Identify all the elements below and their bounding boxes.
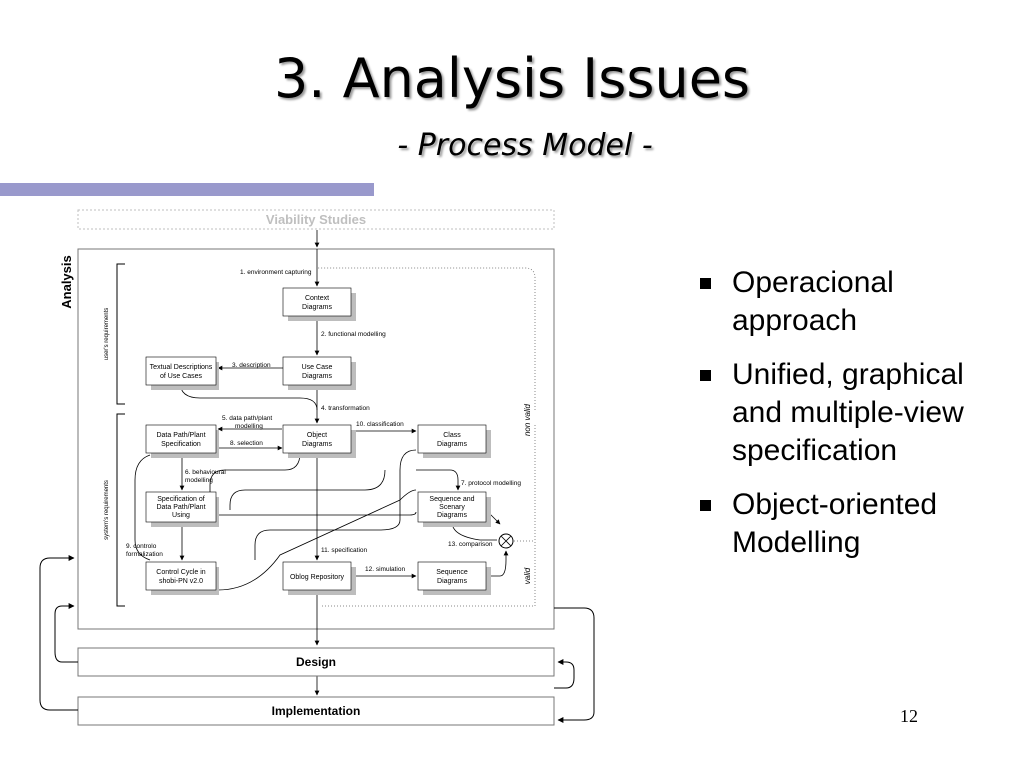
step-8: 8. selection xyxy=(230,440,263,447)
svg-text:Data Path/Plant: Data Path/Plant xyxy=(156,432,205,439)
svg-text:Use Case: Use Case xyxy=(302,364,333,371)
step-11: 11. specification xyxy=(321,547,368,554)
bullet-item: Unified, graphical and multiple-view spe… xyxy=(700,356,1010,470)
step-5b: modelling xyxy=(235,423,263,430)
box-control-cycle: Control Cycle in shobi-PN v2.0 xyxy=(145,561,219,595)
design-box xyxy=(77,647,555,677)
svg-text:Scenary: Scenary xyxy=(439,504,465,511)
systems-requirements-label: system's requirements xyxy=(104,480,110,540)
svg-text:Sequence: Sequence xyxy=(436,569,468,576)
box-sequence-diagrams: Sequence Diagrams xyxy=(417,561,491,595)
svg-text:Sequence and: Sequence and xyxy=(429,496,474,503)
svg-text:Object: Object xyxy=(307,432,327,439)
bullet-item: Operacional approach xyxy=(700,264,1010,340)
svg-text:Control Cycle in: Control Cycle in xyxy=(156,569,206,576)
box-object-diagrams: Object Diagrams xyxy=(282,424,356,458)
step-2: 2. functional modelling xyxy=(321,331,386,338)
box-oblog-repository: Oblog Repository xyxy=(282,561,356,595)
svg-text:Specification: Specification xyxy=(161,441,201,448)
accent-rule xyxy=(0,183,374,196)
box-context: Context Diagrams xyxy=(282,287,356,321)
svg-text:Diagrams: Diagrams xyxy=(302,304,332,311)
design-label: Design xyxy=(296,655,336,669)
implementation-box xyxy=(77,696,555,726)
box-use-case: Use Case Diagrams xyxy=(282,356,356,390)
bullet-square-icon xyxy=(700,278,711,289)
non-valid-label: non valid xyxy=(523,403,532,436)
slide-title: 3. Analysis Issues xyxy=(273,47,751,110)
viability-label: Viability Studies xyxy=(266,212,366,227)
svg-text:shobi-PN v2.0: shobi-PN v2.0 xyxy=(159,578,203,585)
box-data-path-spec: Data Path/Plant Specification xyxy=(145,424,219,458)
svg-text:Diagrams: Diagrams xyxy=(437,441,467,448)
step-12: 12. simulation xyxy=(365,566,405,573)
analysis-label: Analysis xyxy=(59,255,74,308)
step-9a: 9. controlo xyxy=(126,543,157,550)
step-1: 1. environment capturing xyxy=(240,269,312,276)
step-6a: 6. behavioural xyxy=(185,469,226,476)
step-3: 3. description xyxy=(232,362,271,369)
step-5a: 5. data path/plant xyxy=(222,415,272,422)
bullet-square-icon xyxy=(700,500,711,511)
svg-text:Context: Context xyxy=(305,295,329,302)
viability-box xyxy=(77,209,555,230)
box-spec-data-path: Specification of Data Path/Plant Using xyxy=(145,491,219,527)
svg-text:Textual Descriptions: Textual Descriptions xyxy=(150,364,213,371)
step-10: 10. classification xyxy=(356,421,404,428)
bullet-list: Operacional approach Unified, graphical … xyxy=(700,264,1010,578)
box-textual-descriptions: Textual Descriptions of Use Cases xyxy=(145,356,219,390)
step-13: 13. comparison xyxy=(448,541,493,548)
svg-text:Diagrams: Diagrams xyxy=(437,512,467,519)
step-6b: modelling xyxy=(185,477,213,484)
page-number: 12 xyxy=(900,706,918,726)
step-9b: formalization xyxy=(126,551,163,558)
svg-text:Specification of: Specification of xyxy=(157,496,205,503)
box-sequence-scenary: Sequence and Scenary Diagrams xyxy=(417,491,491,527)
users-requirements-label: user's requirements xyxy=(104,308,110,361)
svg-text:of Use Cases: of Use Cases xyxy=(160,373,203,380)
svg-text:Oblog Repository: Oblog Repository xyxy=(290,574,345,581)
svg-text:Data Path/Plant: Data Path/Plant xyxy=(156,504,205,511)
svg-text:Using: Using xyxy=(172,512,190,519)
svg-text:Diagrams: Diagrams xyxy=(302,373,332,380)
step-7: 7. protocol modelling xyxy=(461,480,521,487)
svg-text:Diagrams: Diagrams xyxy=(437,578,467,585)
valid-label: valid xyxy=(523,567,532,584)
step-4: 4. transformation xyxy=(321,405,370,412)
slide-subtitle: - Process Model - xyxy=(397,128,653,163)
bullet-item: Object-oriented Modelling xyxy=(700,486,1010,562)
implementation-label: Implementation xyxy=(272,704,361,718)
svg-text:Class: Class xyxy=(443,432,461,439)
svg-text:Diagrams: Diagrams xyxy=(302,441,332,448)
bullet-square-icon xyxy=(700,370,711,381)
box-class-diagrams: Class Diagrams xyxy=(417,424,491,458)
